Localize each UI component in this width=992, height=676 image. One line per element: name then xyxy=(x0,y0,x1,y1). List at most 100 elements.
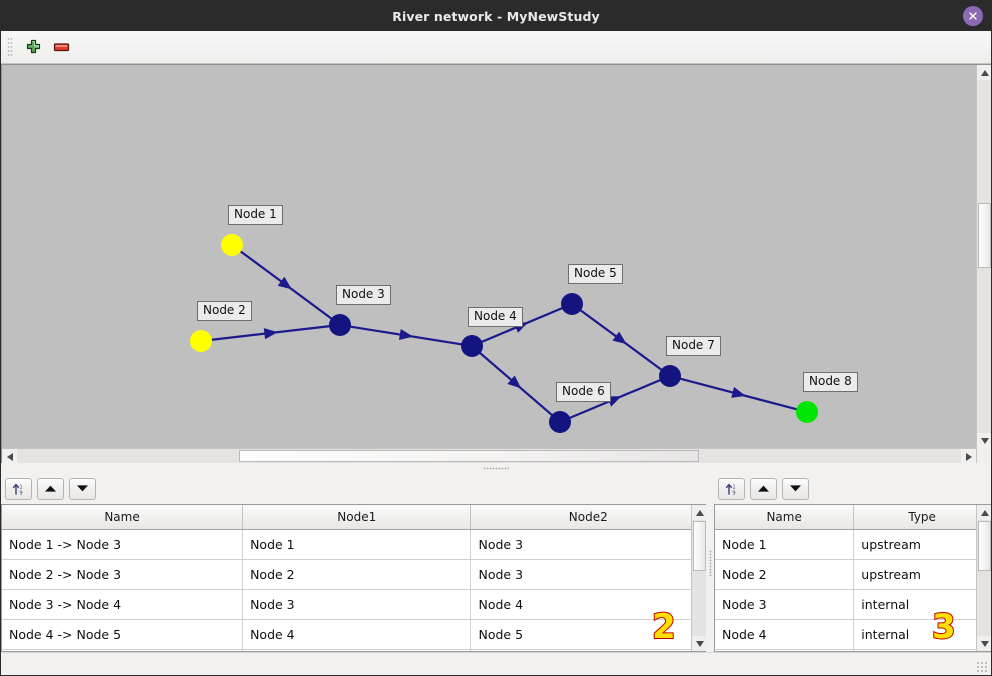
table-cell[interactable]: Node 3 xyxy=(470,529,706,560)
graph-node-node-2[interactable] xyxy=(190,330,212,352)
column-header-node1[interactable]: Node1 xyxy=(242,505,472,530)
nodes-panel-toolbar: 1 9 xyxy=(714,473,991,504)
graph-node-node-8[interactable] xyxy=(796,401,818,423)
graph-node-node-4[interactable] xyxy=(461,335,483,357)
links-move-up-icon[interactable] xyxy=(37,477,64,500)
table-cell[interactable]: Node 1 xyxy=(715,529,855,560)
graph-node-label-node-3[interactable]: Node 3 xyxy=(336,285,391,305)
table-cell[interactable]: Node 3 xyxy=(470,559,706,590)
column-header-name[interactable]: Name xyxy=(2,505,244,530)
table-cell[interactable]: Node 2 xyxy=(715,559,855,590)
horizontal-splitter[interactable] xyxy=(1,463,991,473)
table-cell[interactable]: Node 2 xyxy=(242,559,472,590)
scroll-left-icon[interactable] xyxy=(2,449,17,463)
scroll-down-icon[interactable] xyxy=(977,433,991,448)
column-header-name[interactable]: Name xyxy=(715,505,855,530)
links-move-down-icon[interactable] xyxy=(69,477,96,500)
vertical-splitter[interactable] xyxy=(706,473,714,652)
graph-edge-arrow-icon xyxy=(731,387,746,398)
scroll-right-icon[interactable] xyxy=(961,449,976,463)
graph-node-label-node-5[interactable]: Node 5 xyxy=(568,264,623,284)
svg-text:9: 9 xyxy=(732,490,735,495)
nodes-sort-icon[interactable]: 1 9 xyxy=(718,477,745,500)
graph-node-label-node-2[interactable]: Node 2 xyxy=(197,301,252,321)
close-icon[interactable] xyxy=(963,6,983,26)
graph-hscroll-thumb[interactable] xyxy=(239,450,699,462)
table-cell[interactable]: Node 4 xyxy=(242,619,472,650)
links-sort-icon[interactable]: 1 9 xyxy=(5,477,32,500)
main-toolbar xyxy=(1,31,991,64)
graph-node-node-5[interactable] xyxy=(561,293,583,315)
scroll-down-icon[interactable] xyxy=(977,636,991,651)
nodes-move-down-icon[interactable] xyxy=(782,477,809,500)
links-vertical-scrollbar[interactable] xyxy=(691,505,706,651)
graph-node-label-node-8[interactable]: Node 8 xyxy=(803,372,858,392)
title-bar: River network - MyNewStudy xyxy=(1,1,991,31)
table-cell[interactable]: upstream xyxy=(853,559,991,590)
table-cell-empty[interactable] xyxy=(715,649,855,651)
scroll-down-icon[interactable] xyxy=(692,636,706,651)
table-cell[interactable]: Node 3 xyxy=(715,589,855,620)
graph-edge-layer xyxy=(210,250,798,420)
graph-horizontal-scrollbar[interactable] xyxy=(2,448,976,463)
table-cell-empty[interactable] xyxy=(2,649,244,651)
graph-node-node-7[interactable] xyxy=(659,365,681,387)
table-cell[interactable]: internal xyxy=(853,619,991,650)
column-header-node2[interactable]: Node2 xyxy=(470,505,706,530)
nodes-vscroll-thumb[interactable] xyxy=(978,521,991,571)
nodes-move-up-icon[interactable] xyxy=(750,477,777,500)
table-cell[interactable]: upstream xyxy=(853,529,991,560)
scroll-up-icon[interactable] xyxy=(977,505,991,520)
graph-node-node-1[interactable] xyxy=(221,234,243,256)
column-header-type[interactable]: Type xyxy=(853,505,991,530)
table-cell[interactable]: Node 3 xyxy=(242,589,472,620)
links-vscroll-thumb[interactable] xyxy=(693,521,706,571)
graph-node-node-3[interactable] xyxy=(329,314,351,336)
table-cell[interactable]: Node 1 xyxy=(242,529,472,560)
table-cell[interactable]: internal xyxy=(853,589,991,620)
graph-node-label-node-6[interactable]: Node 6 xyxy=(556,382,611,402)
table-cell-empty[interactable] xyxy=(242,649,472,651)
graph-node-label-node-7[interactable]: Node 7 xyxy=(666,336,721,356)
svg-text:1: 1 xyxy=(732,484,735,490)
vsplitter-grip xyxy=(708,549,712,576)
scroll-up-icon[interactable] xyxy=(692,505,706,520)
resize-grip[interactable] xyxy=(976,661,988,673)
nodes-vertical-scrollbar[interactable] xyxy=(976,505,991,651)
graph-vertical-scrollbar[interactable] xyxy=(976,65,991,463)
scroll-up-icon[interactable] xyxy=(977,65,991,80)
table-cell[interactable]: Node 4 xyxy=(470,589,706,620)
table-cell[interactable]: Node 2 -> Node 3 xyxy=(2,559,244,590)
add-icon[interactable] xyxy=(19,33,47,61)
toolbar-grip[interactable] xyxy=(7,37,13,57)
graph-node-node-6[interactable] xyxy=(549,411,571,433)
nodes-annotation-3: 3 xyxy=(931,606,957,648)
graph-edge-arrow-icon xyxy=(398,328,414,341)
graph-edge-arrow-icon xyxy=(507,375,522,389)
graph-node-label-node-4[interactable]: Node 4 xyxy=(468,307,523,327)
svg-text:9: 9 xyxy=(19,490,22,495)
network-graph-pane[interactable]: Node 1 Node 2 Node 3 Node 4 Node 5 Node 6 Node… xyxy=(1,64,991,463)
table-cell[interactable]: Node 4 xyxy=(715,619,855,650)
delete-icon[interactable] xyxy=(47,33,75,61)
table-cell[interactable]: Node 1 -> Node 3 xyxy=(2,529,244,560)
table-cell[interactable]: Node 3 -> Node 4 xyxy=(2,589,244,620)
graph-node-label-node-1[interactable]: Node 1 xyxy=(228,205,283,225)
table-cell[interactable]: Node 5 xyxy=(470,619,706,650)
table-cell[interactable]: Node 4 -> Node 5 xyxy=(2,619,244,650)
graph-vscroll-thumb[interactable] xyxy=(978,203,991,268)
